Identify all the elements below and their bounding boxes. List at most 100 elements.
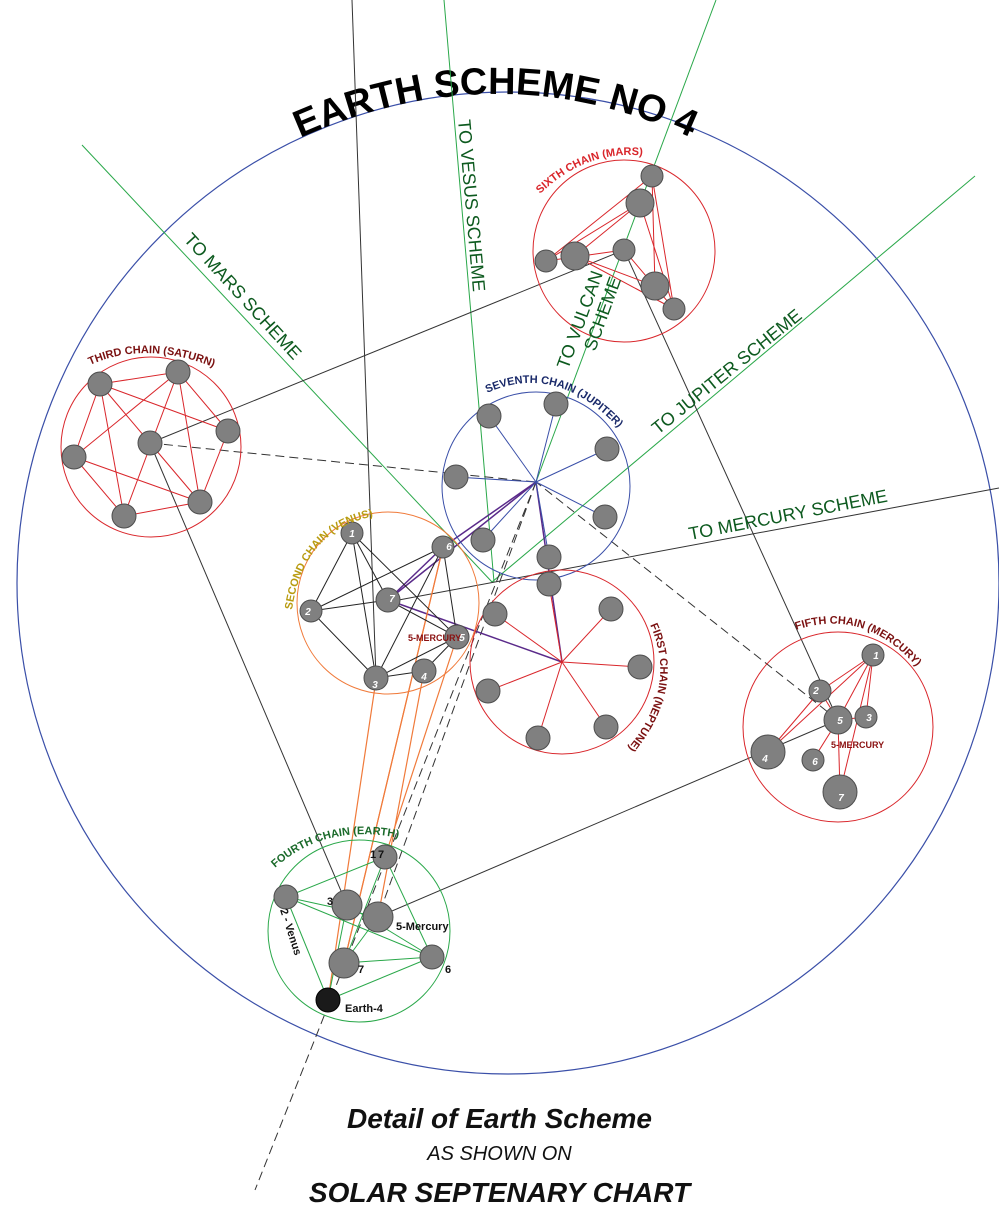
fourth-node-6	[419, 944, 445, 970]
second-node-5	[444, 624, 470, 650]
fifth-chain-ring	[742, 631, 934, 823]
fifth-num-7: 7	[838, 793, 844, 804]
sixth-chain: SIXTH CHAIN (MARS)	[532, 146, 716, 343]
second-chain-label: SECOND CHAIN (VENUS)	[283, 508, 374, 611]
first-node-4	[627, 654, 653, 680]
fifth-num-3: 3	[866, 713, 872, 724]
seventh-node-5	[592, 504, 618, 530]
sixth-chain-label-path: SIXTH CHAIN (MARS)	[534, 146, 644, 196]
fifth-node-4	[750, 734, 786, 770]
direction-lines	[81, 0, 999, 1191]
fifth-chain-label-path: FIFTH CHAIN (MERCURY)	[793, 615, 923, 669]
first-chain-label-path: FIRST CHAIN (NEPTUNE)	[625, 622, 669, 754]
third-node-2	[165, 359, 191, 385]
fourth-node-5	[362, 901, 394, 933]
to-mars-label: TO MARS SCHEME	[180, 229, 305, 363]
fourth-chain: 1 7 2 - Venus 3 5-Mercury 7 6 Earth-4 FO…	[267, 825, 451, 1023]
seventh-chain: SEVENTH CHAIN (JUPITER)	[441, 374, 631, 581]
scheme-title: EARTH SCHEME NO 4	[287, 61, 704, 146]
fourth-node-7	[328, 947, 360, 979]
fourth-num-2-venus: 2 - Venus	[277, 907, 303, 957]
second-node-2	[299, 599, 323, 623]
second-node-3	[363, 665, 389, 691]
first-node-7	[525, 725, 551, 751]
second-chain: 1 6 2 7 5 4 3 5-MERCURY SECOND CHAIN (VE…	[283, 508, 480, 695]
mars-to-saturn-line	[149, 249, 625, 444]
orange-link-4	[377, 670, 425, 918]
mercury-black-line	[387, 487, 999, 603]
seventh-chain-ring	[441, 391, 631, 581]
mars-green-line	[81, 144, 493, 583]
to-venus-label: TO VESUS SCHEME	[454, 119, 489, 293]
seventh-node-6	[470, 527, 496, 553]
fourth-num-1: 1	[370, 849, 376, 861]
fourth-num-7: 7	[358, 964, 364, 976]
second-chain-label-path: SECOND CHAIN (VENUS)	[283, 508, 374, 611]
first-node-5	[475, 678, 501, 704]
fourth-num-6: 6	[445, 964, 451, 976]
third-node-7	[111, 503, 137, 529]
sixth-node-7	[662, 297, 686, 321]
first-node-1	[536, 571, 562, 597]
second-num-6: 6	[446, 542, 452, 553]
vesus-green-line	[443, 0, 495, 583]
fifth-num-4: 4	[761, 754, 768, 765]
third-node-3	[215, 418, 241, 444]
to-jupiter-label: TO JUPITER SCHEME	[648, 305, 806, 438]
second-num-5: 5	[459, 633, 465, 644]
fifth-num-5: 5	[837, 716, 843, 727]
second-node-7	[375, 587, 401, 613]
saturn-to-earth-line	[149, 442, 348, 906]
purple-link-2	[442, 481, 537, 548]
to-mercury-label: TO MERCURY SCHEME	[687, 486, 889, 544]
second-num-3: 3	[372, 680, 378, 691]
earth-node	[315, 987, 341, 1013]
third-node-5	[61, 444, 87, 470]
caption-line-2: AS SHOWN ON	[427, 1143, 572, 1165]
second-num-4: 4	[420, 672, 427, 683]
south-dashed-line	[254, 481, 537, 1191]
caption-line-3: SOLAR SEPTENARY CHART	[308, 1177, 691, 1208]
first-node-2	[482, 601, 508, 627]
earth-label: Earth-4	[345, 1003, 384, 1015]
sixth-node-4	[560, 241, 590, 271]
center-dashed-line	[377, 481, 537, 918]
sixth-node-1	[640, 164, 664, 188]
fifth-node-1	[861, 643, 885, 667]
second-num-1: 1	[349, 529, 355, 540]
second-mercury-label: 5-MERCURY	[408, 633, 461, 643]
seventh-node-1	[476, 403, 502, 429]
seventh-node-3	[594, 436, 620, 462]
sixth-node-6	[640, 271, 670, 301]
fifth-mercury-label: 5-MERCURY	[831, 740, 884, 750]
sixth-chain-ring	[532, 159, 716, 343]
purple-link-5	[387, 546, 444, 601]
saturn-dashed-line	[149, 442, 537, 483]
fourth-num-3: 3	[327, 896, 333, 908]
first-chain: FIRST CHAIN (NEPTUNE)	[469, 569, 669, 755]
sixth-node-5	[534, 249, 558, 273]
fifth-num-2: 2	[812, 686, 819, 697]
sixth-chain-label: SIXTH CHAIN (MARS)	[534, 146, 644, 196]
fifth-num-1: 1	[873, 651, 879, 662]
second-num-7: 7	[389, 594, 395, 605]
third-node-4	[137, 430, 163, 456]
fifth-node-7	[822, 774, 858, 810]
fourth-num-5-mercury: 5-Mercury	[396, 921, 449, 933]
fifth-node-2	[808, 679, 832, 703]
fourth-node-1	[372, 844, 398, 870]
seventh-node-4	[443, 464, 469, 490]
fifth-node-3	[854, 705, 878, 729]
fourth-node-3	[331, 889, 363, 921]
first-chain-label: FIRST CHAIN (NEPTUNE)	[625, 622, 669, 754]
fourth-chain-ring	[267, 839, 451, 1023]
second-num-2: 2	[304, 607, 311, 618]
first-chain-ring	[469, 569, 655, 755]
north-black-line	[351, 0, 377, 679]
sixth-node-2	[625, 188, 655, 218]
mars-to-fifth-line	[623, 249, 839, 721]
second-node-6	[431, 535, 455, 559]
fourth-node-2	[273, 884, 299, 910]
fifth-node-6	[801, 748, 825, 772]
